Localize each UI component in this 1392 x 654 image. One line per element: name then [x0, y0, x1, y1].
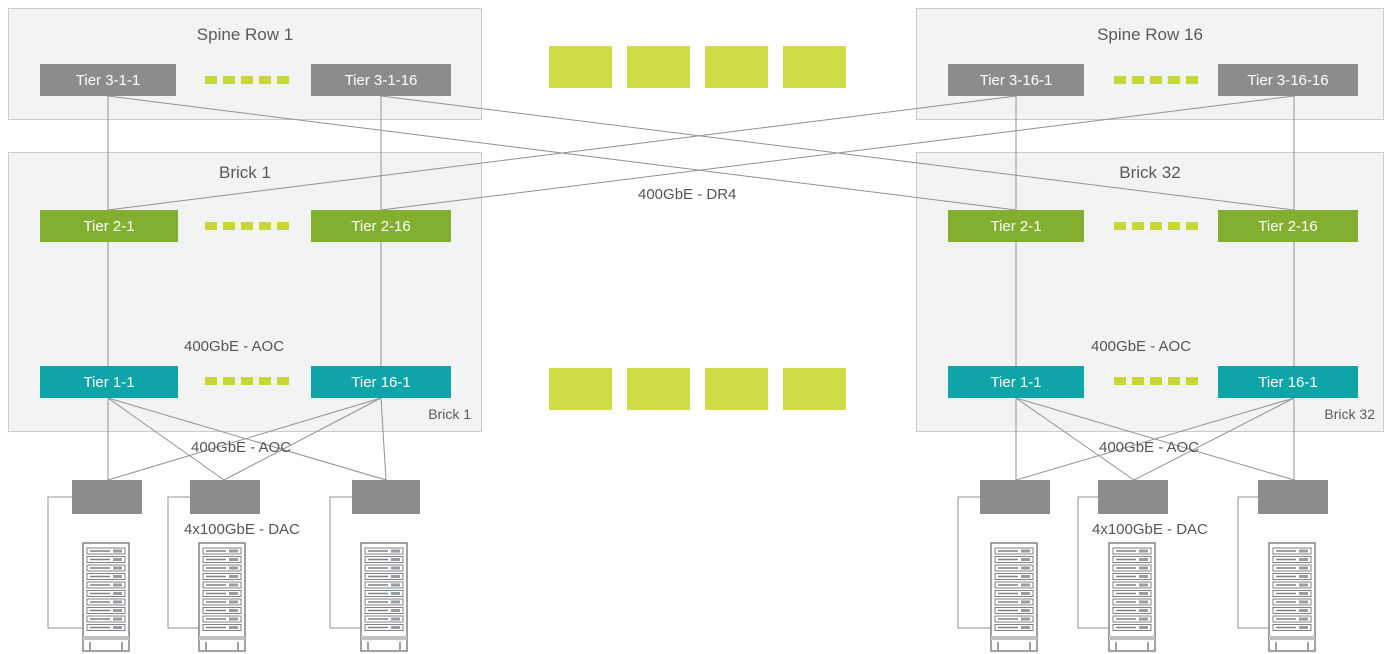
spine-switch-3-1-16: Tier 3-1-16 [311, 64, 451, 96]
server-rack-icon [360, 542, 408, 652]
brick-1-title: Brick 1 [219, 163, 271, 182]
brick-1-tier2-16: Tier 2-16 [311, 210, 451, 242]
spine-right-ellipsis [1114, 76, 1198, 84]
edge-switch [352, 480, 420, 514]
brick-32-tier2-1: Tier 2-1 [948, 210, 1084, 242]
edge-switch [72, 480, 142, 514]
brick-32-tier2-16: Tier 2-16 [1218, 210, 1358, 242]
brick-1-corner-label: Brick 1 [428, 406, 471, 422]
spine-row-1-title: Spine Row 1 [196, 25, 294, 44]
server-rack-icon [1268, 542, 1316, 652]
brick-32-tier2-ellipsis [1114, 222, 1198, 230]
edge-switch [1098, 480, 1168, 514]
left-edge-aoc-label: 400GbE - AOC [191, 439, 292, 456]
right-edge-aoc-label: 400GbE - AOC [1099, 439, 1200, 456]
edge-switch [190, 480, 260, 514]
right-dac-label: 4x100GbE - DAC [1092, 521, 1208, 538]
spine-ellipsis-square [783, 46, 846, 88]
brick-32-tier1-1: Tier 1-1 [948, 366, 1084, 398]
spine-switch-3-16-1: Tier 3-16-1 [948, 64, 1084, 96]
spine-left-ellipsis [205, 76, 289, 84]
server-rack-icon [1108, 542, 1156, 652]
brick-1-tier1-1: Tier 1-1 [40, 366, 178, 398]
brick-32-tier1-ellipsis [1114, 377, 1198, 385]
edge-switch [980, 480, 1050, 514]
brick-ellipsis-square [705, 368, 768, 410]
edge-switch [1258, 480, 1328, 514]
brick-1-tier1-16: Tier 16-1 [311, 366, 451, 398]
brick-ellipsis-square [549, 368, 612, 410]
brick-32-tier1-16: Tier 16-1 [1218, 366, 1358, 398]
left-dac-label: 4x100GbE - DAC [184, 521, 300, 538]
server-rack-icon [990, 542, 1038, 652]
spine-row-16-title: Spine Row 16 [1097, 25, 1203, 44]
brick-1-tier2-1: Tier 2-1 [40, 210, 178, 242]
spine-ellipsis-square [705, 46, 768, 88]
dr4-link-label: 400GbE - DR4 [638, 186, 737, 203]
brick-ellipsis-square [783, 368, 846, 410]
brick-1-tier2-ellipsis [205, 222, 289, 230]
server-rack-icon [82, 542, 130, 652]
spine-ellipsis-square [549, 46, 612, 88]
brick-ellipsis-square [627, 368, 690, 410]
brick-32-aoc-label: 400GbE - AOC [1091, 338, 1192, 355]
brick-1-tier1-ellipsis [205, 377, 289, 385]
brick-32-title: Brick 32 [1119, 163, 1181, 182]
brick-1-aoc-label: 400GbE - AOC [184, 338, 285, 355]
server-rack-icon [198, 542, 246, 652]
spine-switch-3-1-1: Tier 3-1-1 [40, 64, 176, 96]
brick-32-corner-label: Brick 32 [1324, 406, 1375, 422]
spine-switch-3-16-16: Tier 3-16-16 [1218, 64, 1358, 96]
spine-ellipsis-square [627, 46, 690, 88]
